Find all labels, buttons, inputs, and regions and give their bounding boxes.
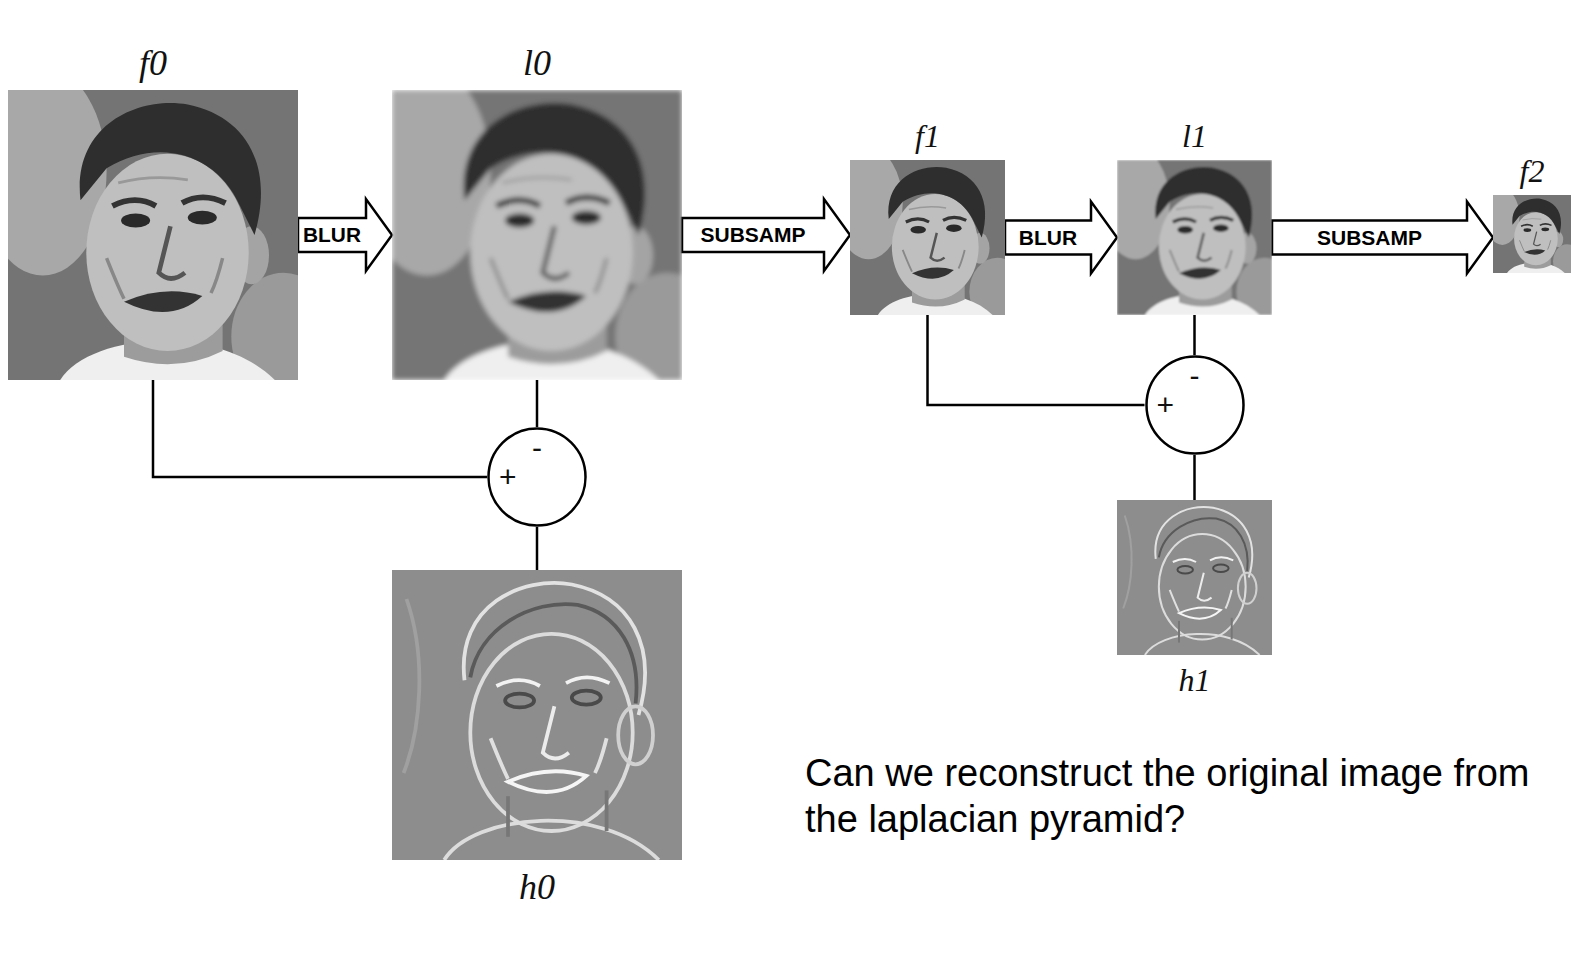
- block-arrow: [1005, 202, 1117, 274]
- minus-sign: -: [1190, 361, 1200, 391]
- question-note: Can we reconstruct the original image fr…: [805, 750, 1575, 843]
- face-photo: [1493, 195, 1571, 273]
- image-label: f1: [915, 119, 940, 154]
- image-label: h0: [519, 868, 555, 908]
- pyramid-image: l0: [392, 44, 682, 380]
- face-photo: [8, 90, 298, 380]
- operation-label: BLUR: [1017, 226, 1079, 249]
- connector-line: [536, 380, 539, 427]
- face-photo: [1117, 160, 1272, 315]
- operation-label: SUBSAMP: [1315, 226, 1424, 249]
- pyramid-image: f2: [1493, 154, 1571, 273]
- connector-line: [1193, 315, 1196, 355]
- pyramid-image: h0: [392, 570, 682, 908]
- connector-line: [1193, 455, 1196, 500]
- plus-sign: +: [1157, 390, 1175, 420]
- face-photo: [850, 160, 1005, 315]
- connector-line: [153, 380, 487, 477]
- image-label: f2: [1520, 154, 1545, 189]
- laplacian-image: [392, 570, 682, 860]
- image-label: l1: [1182, 119, 1207, 154]
- laplacian-image: [1117, 500, 1272, 655]
- pyramid-image: f0: [8, 44, 298, 380]
- minus-sign: -: [532, 433, 542, 463]
- image-label: f0: [139, 44, 167, 84]
- connector-line: [536, 527, 539, 570]
- connector-line: [928, 315, 1145, 405]
- sum-junction: -+: [1145, 355, 1245, 455]
- face-photo: [392, 90, 682, 380]
- operation-label: SUBSAMP: [698, 223, 807, 246]
- pyramid-image: h1: [1117, 500, 1272, 698]
- image-label: h1: [1179, 663, 1211, 698]
- operation-label: BLUR: [301, 224, 363, 247]
- pyramid-image: f1: [850, 119, 1005, 315]
- block-arrow: [1272, 202, 1493, 274]
- image-label: l0: [523, 44, 551, 84]
- pyramid-image: l1: [1117, 119, 1272, 315]
- sum-junction: -+: [487, 427, 587, 527]
- block-arrow: [682, 199, 850, 271]
- plus-sign: +: [499, 462, 517, 492]
- block-arrow: [298, 199, 392, 271]
